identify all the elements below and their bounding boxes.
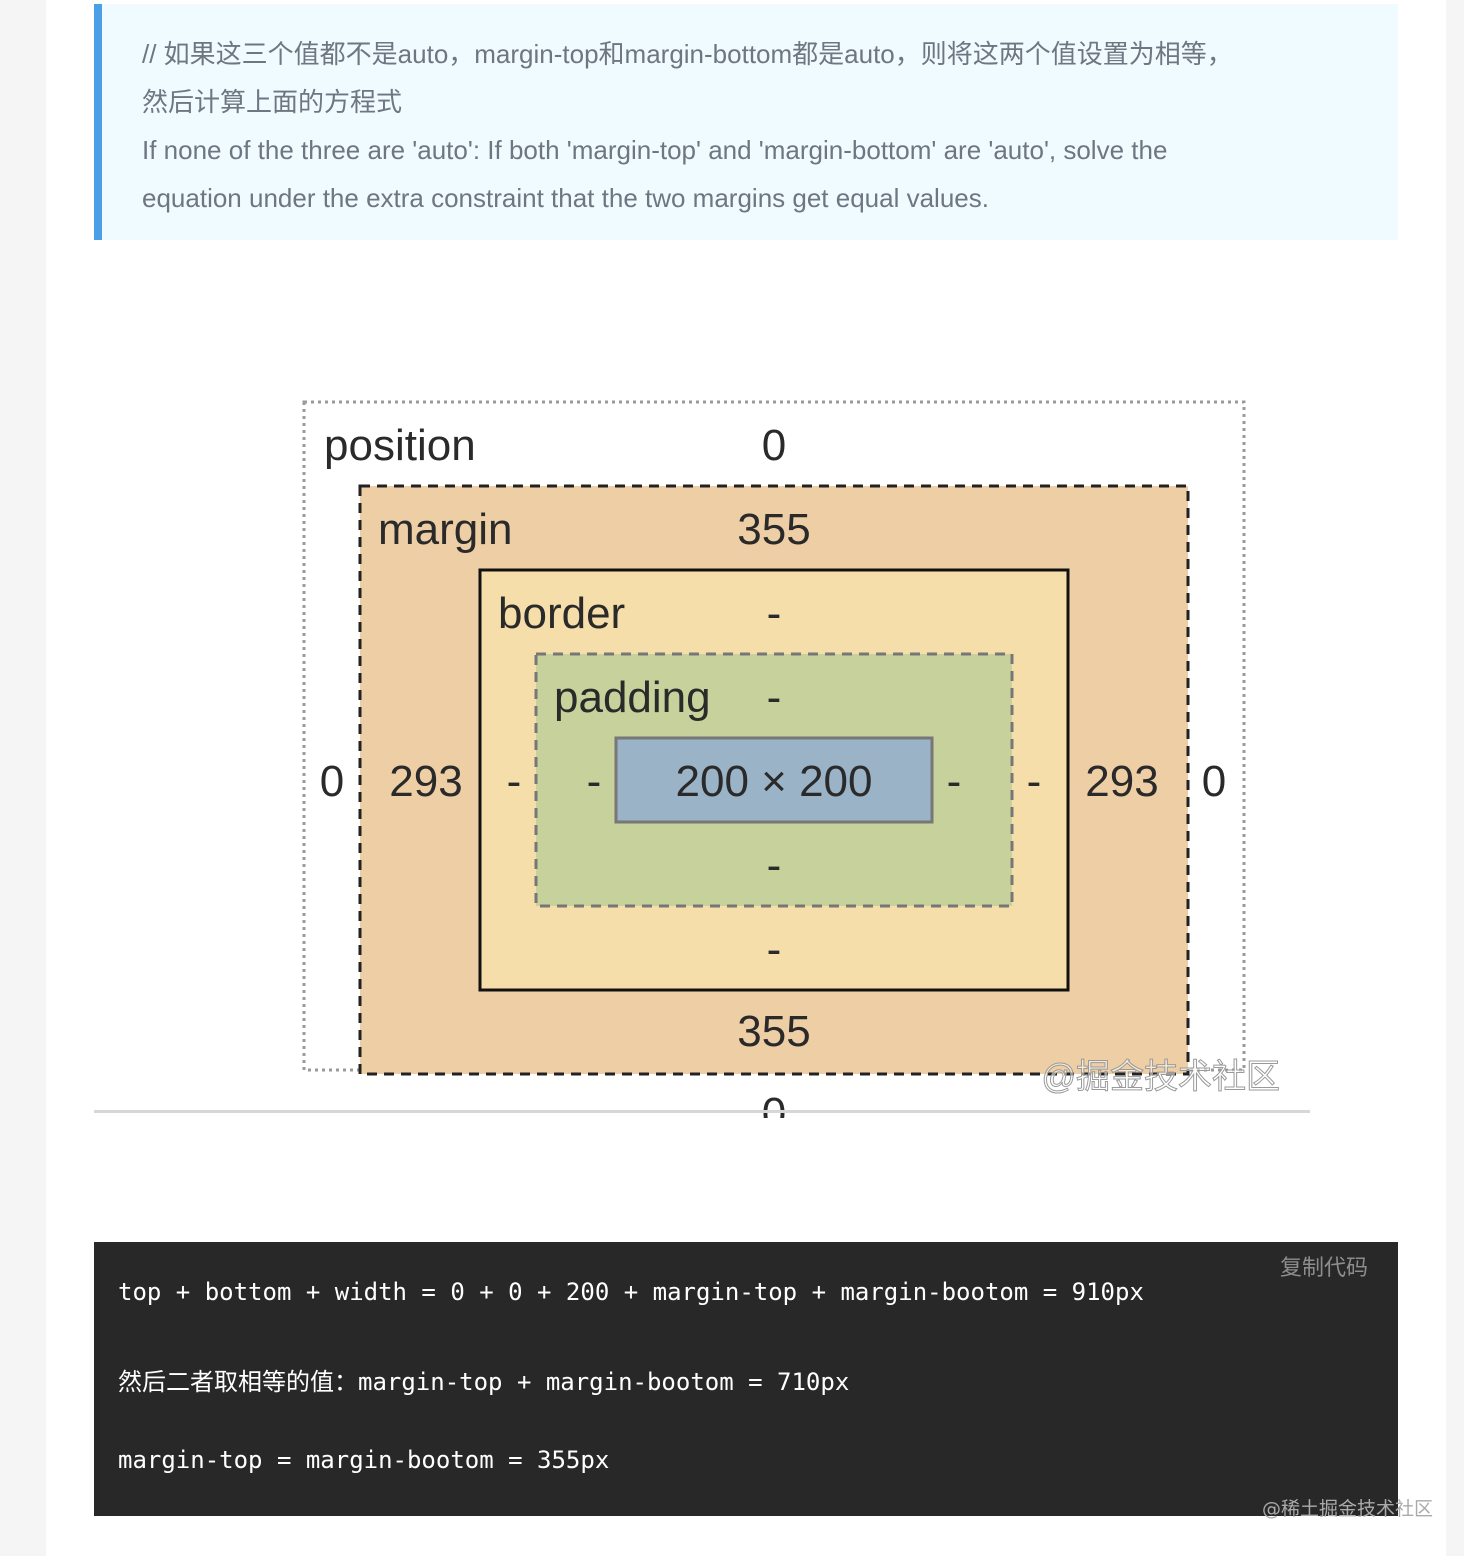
code-line-3: margin-top = margin-bootom = 355px — [118, 1446, 610, 1474]
border-label: border — [498, 589, 625, 638]
position-label: position — [324, 421, 476, 470]
border-right-value: - — [1027, 757, 1042, 806]
padding-left-value: - — [587, 757, 602, 806]
margin-right-value: 293 — [1085, 757, 1158, 806]
copy-code-button[interactable]: 复制代码 — [1279, 1256, 1368, 1281]
margin-left-value: 293 — [389, 757, 462, 806]
box-model-diagram: position 0 0 0 0 margin 355 293 293 355 … — [302, 400, 1281, 1118]
margin-top-value: 355 — [737, 505, 810, 554]
content-box — [614, 736, 934, 824]
quote-line-2: 然后计算上面的方程式 — [142, 87, 403, 117]
figure-divider — [94, 1110, 1310, 1113]
padding-right-value: - — [947, 757, 962, 806]
padding-bottom-value: - — [767, 841, 782, 890]
padding-top-value: - — [767, 673, 782, 722]
content-size-label: 200 × 200 — [676, 757, 873, 806]
padding-label: padding — [554, 673, 711, 722]
border-left-value: - — [507, 757, 522, 806]
position-top-value: 0 — [762, 421, 786, 470]
image-watermark: @掘金技术社区 — [1041, 1058, 1280, 1096]
margin-bottom-value: 355 — [737, 1007, 810, 1056]
code-block[interactable]: 复制代码 top + bottom + width = 0 + 0 + 200 … — [94, 1242, 1398, 1516]
margin-label: margin — [378, 505, 513, 554]
quote-line-3: If none of the three are 'auto': If both… — [142, 135, 1168, 165]
position-bottom-value: 0 — [762, 1089, 786, 1118]
code-line-2: 然后二者取相等的值：margin-top + margin-bootom = 7… — [118, 1368, 850, 1396]
position-left-value: 0 — [320, 757, 344, 806]
border-top-value: - — [767, 589, 782, 638]
site-watermark: @稀土掘金技术社区 — [1262, 1498, 1434, 1520]
quote-line-1: // 如果这三个值都不是auto，margin-top和margin-botto… — [142, 39, 1233, 69]
blockquote: // 如果这三个值都不是auto，margin-top和margin-botto… — [94, 4, 1398, 240]
position-right-value: 0 — [1202, 757, 1226, 806]
code-line-1: top + bottom + width = 0 + 0 + 200 + mar… — [118, 1278, 1144, 1306]
quote-line-4: equation under the extra constraint that… — [142, 183, 989, 213]
border-bottom-value: - — [767, 925, 782, 974]
